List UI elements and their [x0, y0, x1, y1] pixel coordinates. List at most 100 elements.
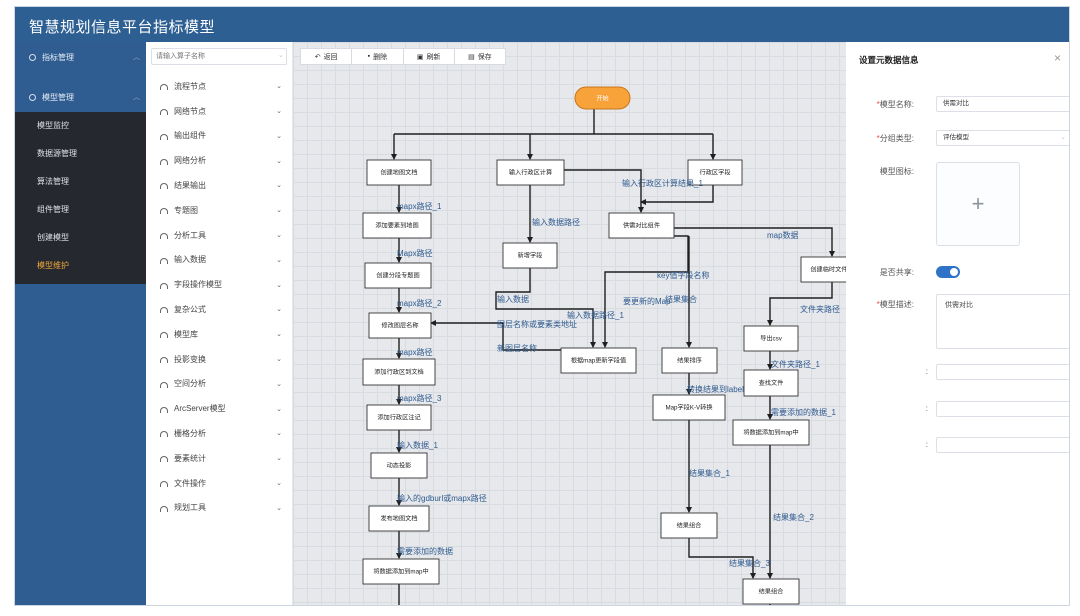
- model-name-input[interactable]: 供需对比: [936, 96, 1069, 112]
- svg-text:添加行政区到文档: 添加行政区到文档: [374, 368, 424, 376]
- sidebar-item-label: 模型管理: [42, 92, 74, 102]
- icon-upload-box[interactable]: +: [936, 162, 1020, 246]
- category-item[interactable]: 输出组件⌄: [146, 124, 292, 149]
- share-toggle[interactable]: [936, 266, 960, 278]
- sidebar-item-model-monitor[interactable]: 模型监控: [37, 121, 69, 130]
- svg-text:输入行政区计算: 输入行政区计算: [509, 169, 552, 177]
- cloud-icon: [160, 431, 168, 438]
- category-item[interactable]: 流程节点⌄: [146, 74, 292, 99]
- back-button[interactable]: ↶返回: [301, 49, 353, 64]
- edge-label: 输入的gdburl或mapx路径: [397, 493, 487, 503]
- category-label: 输出组件: [174, 131, 206, 141]
- flow-node-find-file[interactable]: 查找文件: [743, 369, 799, 397]
- sidebar-item-algorithm[interactable]: 算法管理: [37, 177, 69, 186]
- sidebar-item-label: 指标管理: [42, 52, 74, 62]
- extra-input-3[interactable]: [936, 437, 1069, 453]
- category-item[interactable]: 字段操作模型⌄: [146, 272, 292, 297]
- category-item[interactable]: 结果输出⌄: [146, 173, 292, 198]
- edge-label: mapx路径_3: [397, 393, 442, 403]
- category-item[interactable]: 模型库⌄: [146, 322, 292, 347]
- flow-node-create-segment-map[interactable]: 创建分段专题图: [364, 262, 432, 289]
- flow-node-update-field-by-map[interactable]: 根据map更新字段值: [560, 347, 637, 374]
- svg-text:结果组合: 结果组合: [677, 522, 702, 530]
- close-icon[interactable]: ×: [1053, 51, 1061, 65]
- category-item[interactable]: 输入数据⌄: [146, 248, 292, 273]
- flow-node-dynamic-projection[interactable]: 动态投影: [370, 452, 428, 479]
- chevron-down-icon: ⌄: [276, 83, 282, 91]
- flow-edge-labels: mapx路径_1 输入行政区计算结果_1 输入数据路径 Mapx路径 map数据…: [397, 178, 840, 568]
- sidebar-item-component[interactable]: 组件管理: [37, 205, 69, 214]
- svg-text:根据map更新字段值: 根据map更新字段值: [571, 357, 626, 365]
- category-item[interactable]: 规划工具⌄: [146, 496, 292, 521]
- undo-icon: ↶: [314, 53, 321, 61]
- sidebar-item-model-maintenance[interactable]: 模型维护: [37, 261, 69, 270]
- group-type-select[interactable]: 评估模型⌄: [936, 130, 1069, 146]
- flow-node-export-csv[interactable]: 导出csv: [743, 325, 799, 352]
- flow-node-create-temp-folder[interactable]: 创建临时文件夹: [800, 256, 846, 283]
- flow-node-sort-results[interactable]: 结果排序: [661, 347, 718, 374]
- flow-node-add-element-to-map[interactable]: 添加要素到地图: [362, 212, 432, 239]
- sidebar-item-datasource[interactable]: 数据源管理: [37, 149, 77, 158]
- operator-search-input[interactable]: [151, 48, 287, 65]
- category-item[interactable]: 网络节点⌄: [146, 99, 292, 124]
- category-item[interactable]: 文件操作⌄: [146, 471, 292, 496]
- pin-icon: [29, 93, 36, 101]
- flow-node-admin-field[interactable]: 行政区字段: [687, 159, 743, 186]
- svg-text:导出csv: 导出csv: [760, 335, 783, 343]
- category-label: 输入数据: [174, 255, 206, 265]
- cloud-icon: [160, 208, 168, 215]
- cloud-icon: [160, 282, 168, 289]
- category-item[interactable]: 网络分析⌄: [146, 148, 292, 173]
- chevron-down-icon: ⌄: [276, 504, 282, 512]
- svg-text:动态投影: 动态投影: [387, 462, 412, 470]
- save-icon: ▤: [468, 53, 475, 61]
- flow-node-merge-results-2[interactable]: 结果组合: [742, 578, 800, 605]
- category-item[interactable]: 专题图⌄: [146, 198, 292, 223]
- flow-node-create-map-doc[interactable]: 创建地图文档: [366, 159, 432, 186]
- edge: [394, 108, 713, 135]
- share-label: 是否共享:: [879, 268, 914, 277]
- sidebar-item-model-management[interactable]: 模型管理 ︿: [15, 82, 146, 112]
- sidebar-item-indicator-management[interactable]: 指标管理 ︿: [15, 42, 146, 72]
- flow-node-add-data-to-map-2[interactable]: 将数据添加到map中: [362, 558, 440, 585]
- model-desc-textarea[interactable]: 供需对比: [936, 294, 1069, 349]
- flow-node-map-field-kv[interactable]: Map字段K-V转换: [652, 394, 726, 421]
- flow-node-input-admin-calc[interactable]: 输入行政区计算: [496, 159, 565, 186]
- flow-node-modify-layer-name[interactable]: 修改图层名称: [368, 312, 432, 339]
- extra-input-2[interactable]: [936, 401, 1069, 417]
- category-item[interactable]: 要素统计⌄: [146, 446, 292, 471]
- edge-label: 输入数据: [497, 294, 529, 304]
- pin-icon: [29, 53, 36, 61]
- category-label: 投影变换: [174, 354, 206, 364]
- sidebar-item-create-model[interactable]: 创建模型: [37, 233, 69, 242]
- refresh-button[interactable]: ▣刷新: [404, 49, 455, 64]
- chevron-down-icon: ⌄: [276, 331, 282, 339]
- flow-node-new-field[interactable]: 新增字段: [502, 242, 558, 269]
- flow-node-add-admin-to-doc[interactable]: 添加行政区到文档: [362, 358, 436, 386]
- edge-label: 新图层名称: [497, 343, 537, 353]
- category-label: 空间分析: [174, 379, 206, 389]
- edge-label: 结果集合_1: [689, 468, 730, 478]
- flow-node-supply-demand[interactable]: 供需对比组件: [608, 212, 675, 239]
- flow-start-node[interactable]: 开始: [574, 86, 631, 110]
- category-item[interactable]: 栅格分析⌄: [146, 421, 292, 446]
- category-item[interactable]: 空间分析⌄: [146, 372, 292, 397]
- category-label: ArcServer模型: [174, 404, 226, 414]
- flow-node-add-admin-annotation[interactable]: 添加行政区注记: [366, 404, 432, 431]
- category-item[interactable]: 投影变换 ⌄: [146, 347, 292, 372]
- chevron-down-icon: ⌄: [276, 356, 282, 364]
- cloud-icon: [160, 406, 168, 413]
- delete-button[interactable]: ▪删除: [352, 49, 404, 64]
- category-item[interactable]: ArcServer模型⌄: [146, 396, 292, 421]
- extra-input-1[interactable]: [936, 364, 1069, 380]
- flow-node-publish-map-doc[interactable]: 发布地图文档: [368, 505, 430, 532]
- save-button[interactable]: ▤保存: [468, 53, 492, 61]
- category-item[interactable]: 复杂公式⌄: [146, 297, 292, 322]
- flow-node-merge-results-1[interactable]: 结果组合: [660, 512, 718, 539]
- edge-label: mapx路径: [397, 347, 433, 357]
- flow-node-add-data-to-map[interactable]: 将数据添加到map中: [732, 419, 810, 446]
- flow-canvas[interactable]: ↶返回 ▪删除 ▣刷新 ▤保存: [293, 42, 846, 605]
- cloud-icon: [160, 158, 168, 165]
- category-item[interactable]: 分析工具⌄: [146, 223, 292, 248]
- metadata-panel: 设置元数据信息 × *模型名称: 供需对比 *分组类型: 评估模型⌄ 模型图标:…: [846, 42, 1069, 605]
